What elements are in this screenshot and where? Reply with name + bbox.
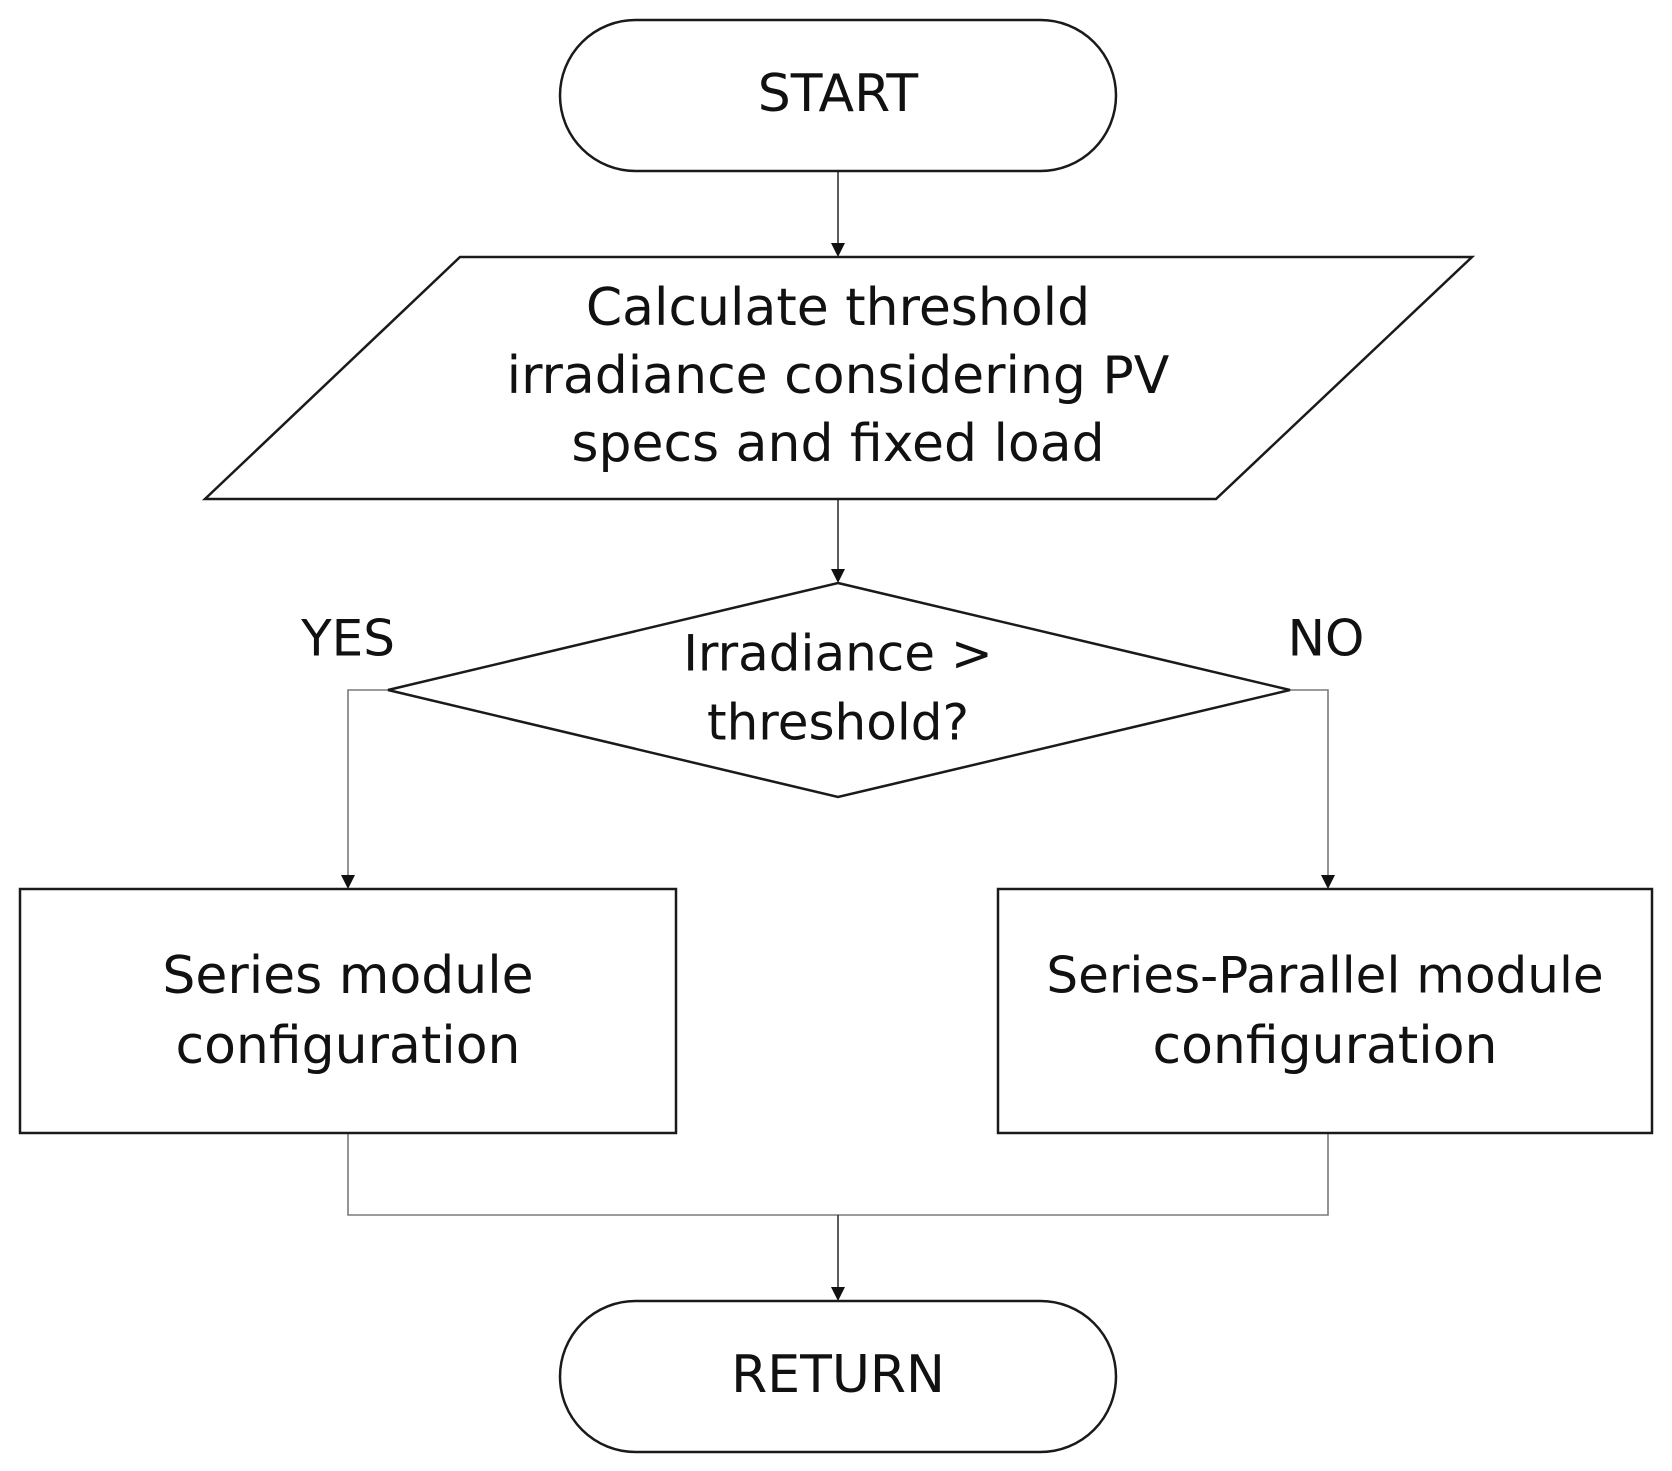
no-branch-label: NO [1288,610,1365,668]
series-parallel-node: Series-Parallel module configuration [996,887,1654,1135]
yes-branch-label: YES [300,610,395,668]
series-process-shape [18,887,678,1135]
series-parallel-label-line-1: Series-Parallel module [1046,947,1603,1005]
return-node: RETURN [558,1299,1118,1454]
calculate-label-line-1: Calculate threshold [586,278,1090,338]
return-terminator-shape [558,1299,1118,1454]
connector-yes-branch [347,689,388,876]
decision-node: Irradiance > threshold? [387,581,1291,799]
connector-merge [347,1133,1329,1216]
calculate-label-line-3: specs and fixed load [571,414,1104,474]
arrowhead-series-parallel [1321,875,1335,889]
arrowhead-calculate [831,243,845,257]
calculate-label-line-2: irradiance considering PV [507,346,1170,406]
return-label: RETURN [731,1345,945,1405]
series-label-line-2: configuration [176,1016,521,1076]
decision-label-line-1: Irradiance > [683,625,993,683]
series-parallel-label-line-2: configuration [1153,1016,1498,1076]
arrowhead-return [831,1287,845,1301]
series-node: Series module configuration [18,887,678,1135]
decision-label-line-2: threshold? [707,694,969,752]
calculate-parallelogram-shape [201,255,1476,501]
start-terminator-shape [558,18,1118,173]
connector-no-branch [1290,689,1329,876]
arrowhead-series [341,875,355,889]
series-parallel-process-shape [996,887,1654,1135]
decision-diamond-shape [387,581,1291,799]
calculate-node: Calculate threshold irradiance consideri… [201,255,1476,501]
start-label: START [758,64,919,124]
series-label-line-1: Series module [162,946,533,1006]
arrowhead-decision [831,569,845,583]
start-node: START [558,18,1118,173]
